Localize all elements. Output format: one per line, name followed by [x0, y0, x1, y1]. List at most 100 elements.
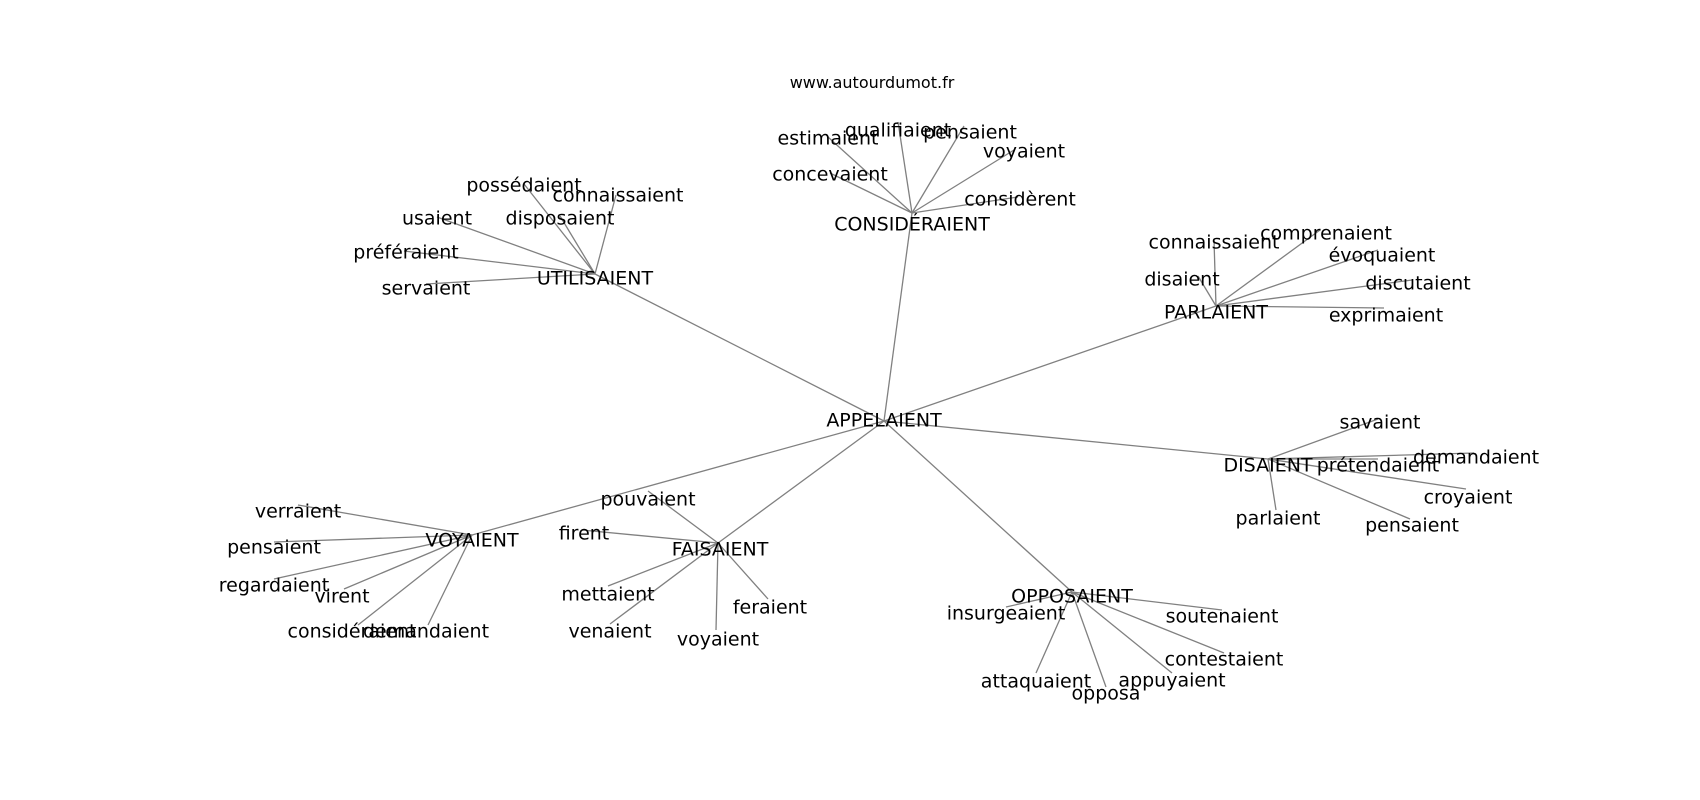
hub-node-opposer[interactable]: OPPOSAIENT	[1011, 586, 1133, 608]
edge-parler-0	[1213, 239, 1217, 307]
word-node[interactable]: demandaient	[1413, 447, 1539, 469]
word-node[interactable]: exprimaient	[1329, 305, 1443, 327]
hub-node-voir[interactable]: VOYAIENT	[425, 530, 519, 552]
edge-parler-2	[1215, 249, 1379, 307]
word-node[interactable]: venaient	[568, 621, 651, 643]
word-node[interactable]: servaient	[382, 278, 471, 300]
edge-opposer-3	[1035, 591, 1073, 674]
word-node[interactable]: mettaient	[561, 584, 654, 606]
graph-edges	[273, 121, 1475, 688]
edge-utiliser-0	[523, 183, 596, 275]
edge-parler-5	[1215, 305, 1385, 309]
word-node[interactable]: discutaient	[1365, 273, 1470, 295]
edge-voir-2	[273, 534, 473, 580]
edge-center-dire	[883, 420, 1269, 460]
word-node[interactable]: usaient	[402, 208, 472, 230]
edge-opposer-5	[1071, 591, 1173, 674]
edge-utiliser-1	[594, 194, 617, 275]
graph-labels: www.autourdumot.fr estimaientqualifiaien…	[219, 73, 1539, 705]
word-node[interactable]: croyaient	[1424, 487, 1513, 509]
hub-node-faire[interactable]: FAISAIENT	[672, 539, 769, 561]
edge-dire-5	[1267, 458, 1411, 520]
word-node[interactable]: voyaient	[677, 629, 759, 651]
word-node[interactable]: contestaient	[1165, 649, 1284, 671]
word-node[interactable]: virent	[314, 586, 369, 608]
edge-opposer-1	[1071, 591, 1223, 611]
word-node[interactable]: évoquaient	[1329, 245, 1436, 267]
edge-opposer-0	[1005, 591, 1073, 608]
word-node[interactable]: prétendaient	[1317, 455, 1440, 477]
edge-parler-1	[1215, 229, 1321, 307]
edge-considerer-0	[827, 136, 913, 214]
word-node[interactable]: pensaient	[923, 122, 1017, 144]
hub-node-considerer[interactable]: CONSIDÉRAIENT	[834, 213, 990, 236]
word-node[interactable]: disaient	[1144, 269, 1219, 291]
edge-utiliser-5	[425, 273, 596, 285]
word-node[interactable]: insurgeaient	[947, 603, 1066, 625]
word-node[interactable]: feraient	[733, 597, 807, 619]
hub-node-parler[interactable]: PARLAIENT	[1164, 302, 1268, 324]
word-node[interactable]: demandaient	[363, 621, 489, 643]
edge-faire-0	[647, 490, 719, 544]
word-node[interactable]: comprenaient	[1260, 223, 1392, 245]
edge-considerer-3	[911, 149, 1015, 214]
word-node[interactable]: considéraient	[288, 621, 417, 643]
word-node[interactable]: considèrent	[964, 189, 1076, 211]
watermark: www.autourdumot.fr	[790, 73, 955, 92]
word-node[interactable]: pensaient	[227, 537, 321, 559]
edge-utiliser-4	[403, 250, 596, 275]
edge-faire-5	[715, 542, 719, 631]
edge-center-faire	[717, 420, 885, 544]
edge-parler-3	[1197, 275, 1217, 307]
edge-dire-0	[1267, 418, 1379, 460]
edge-dire-4	[1267, 458, 1277, 511]
word-node[interactable]: savaient	[1340, 412, 1421, 434]
edge-center-considerer	[883, 212, 913, 422]
word-node[interactable]: soutenaient	[1166, 606, 1279, 628]
edge-center-utiliser	[594, 273, 885, 422]
word-node[interactable]: disposaient	[506, 208, 615, 230]
hub-node-dire[interactable]: DISAIENT	[1223, 455, 1312, 477]
word-node[interactable]: concevaient	[772, 164, 888, 186]
edge-dire-1	[1267, 452, 1475, 460]
edge-considerer-4	[829, 172, 913, 214]
edge-center-opposer	[883, 420, 1073, 593]
word-node[interactable]: possédaient	[466, 175, 581, 197]
edge-utiliser-3	[559, 215, 596, 275]
edge-considerer-1	[897, 121, 913, 214]
edge-faire-3	[717, 542, 769, 600]
word-node[interactable]: pouvaient	[600, 489, 695, 511]
word-node[interactable]: verraient	[255, 501, 341, 523]
word-node[interactable]: attaquaient	[981, 671, 1091, 693]
edge-center-voir	[471, 420, 885, 536]
word-node[interactable]: regardaient	[219, 575, 329, 597]
edge-voir-3	[343, 534, 473, 590]
word-node[interactable]: pensaient	[1365, 515, 1459, 537]
word-node[interactable]: opposa	[1072, 683, 1141, 705]
word-node[interactable]: appuyaient	[1118, 670, 1225, 692]
edge-faire-2	[607, 542, 719, 587]
word-node[interactable]: préféraient	[353, 242, 458, 264]
edge-considerer-5	[911, 196, 1019, 214]
edge-opposer-4	[1071, 591, 1107, 688]
word-node[interactable]: firent	[559, 523, 610, 545]
word-node[interactable]: voyaient	[983, 141, 1065, 163]
edge-voir-1	[273, 534, 473, 543]
edge-center-parler	[883, 305, 1217, 422]
edge-voir-4	[357, 534, 473, 626]
word-node[interactable]: parlaient	[1236, 508, 1321, 530]
edge-faire-1	[581, 529, 719, 544]
word-node[interactable]: connaissaient	[1149, 232, 1280, 254]
edge-opposer-2	[1071, 591, 1225, 654]
edge-faire-4	[609, 542, 719, 625]
word-node[interactable]: estimaient	[778, 128, 879, 150]
edge-dire-3	[1267, 458, 1467, 490]
word-node[interactable]: connaissaient	[553, 185, 684, 207]
edge-parler-4	[1215, 279, 1413, 307]
edge-considerer-2	[911, 125, 965, 214]
center-node[interactable]: APPELAIENT	[826, 410, 942, 432]
edge-voir-0	[297, 504, 473, 536]
hub-node-utiliser[interactable]: UTILISAIENT	[537, 268, 654, 290]
word-node[interactable]: qualifiaient	[845, 120, 951, 142]
